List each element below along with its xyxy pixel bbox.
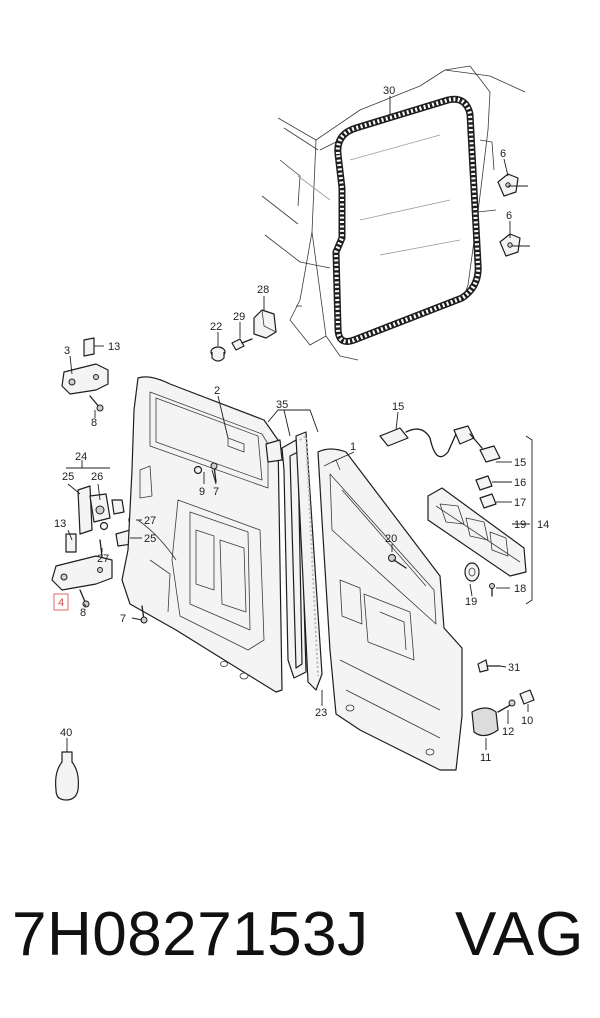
callout-19: 19 — [514, 519, 526, 531]
screw-29 — [231, 338, 253, 351]
callout-7: 7 — [213, 486, 219, 498]
hinge-bolt-8-lower — [79, 589, 90, 608]
cap-10 — [519, 689, 535, 705]
callouts: 30 6 6 28 29 22 13 3 8 2 35 1 15 15 16 1… — [53, 85, 549, 764]
callout-27: 27 — [144, 515, 156, 527]
brand-name: VAG — [455, 900, 585, 969]
callout-6: 6 — [500, 148, 506, 160]
callout-3: 3 — [64, 345, 70, 357]
callout-24: 24 — [75, 451, 87, 463]
callout-23: 23 — [315, 707, 327, 719]
callout-30: 30 — [383, 85, 395, 97]
part-number: 7H0827153J — [12, 900, 369, 969]
bottle-40 — [55, 751, 79, 801]
callout-25: 25 — [144, 533, 156, 545]
hinge-upper-3 — [61, 337, 109, 395]
callout-2: 2 — [214, 385, 220, 397]
callout-11: 11 — [480, 752, 491, 764]
callout-8: 8 — [91, 417, 97, 429]
outer-door-1 — [317, 448, 463, 771]
cable-15 — [379, 425, 501, 463]
seal-strip-23 — [295, 431, 323, 691]
plug-22 — [210, 346, 226, 362]
vehicle-rear-body — [261, 65, 526, 361]
hinge-plate-6-upper — [497, 173, 519, 197]
callout-19: 19 — [465, 596, 477, 608]
grommet-19-upper — [464, 562, 480, 582]
callout-26: 26 — [91, 471, 103, 483]
callout-17: 17 — [514, 497, 526, 509]
part-caption: 7H0827153J VAG — [0, 890, 600, 980]
screw-12 — [497, 699, 516, 713]
callout-10: 10 — [521, 715, 533, 727]
parts-diagram: 30 6 6 28 29 22 13 3 8 2 35 1 15 15 16 1… — [51, 65, 549, 801]
callout-4: 4 — [58, 597, 64, 609]
callout-15: 15 — [392, 401, 404, 413]
callout-25: 25 — [62, 471, 74, 483]
callout-16: 16 — [514, 477, 526, 489]
door-seal-30 — [332, 95, 482, 345]
cover-11 — [471, 707, 499, 737]
callout-28: 28 — [257, 284, 269, 296]
screw-18 — [489, 583, 495, 597]
callout-13: 13 — [54, 518, 66, 530]
callout-35: 35 — [276, 399, 288, 411]
callout-31: 31 — [508, 662, 520, 674]
leader-lines — [66, 96, 533, 752]
callout-22: 22 — [210, 321, 222, 333]
callout-40: 40 — [60, 727, 72, 739]
inner-door-panel-2 — [121, 376, 283, 693]
clip-17 — [479, 493, 497, 509]
callout-29: 29 — [233, 311, 245, 323]
callout-6: 6 — [506, 210, 512, 222]
screw-7-upper — [210, 462, 218, 483]
callout-9: 9 — [199, 486, 205, 498]
callout-12: 12 — [502, 726, 514, 738]
callout-18: 18 — [514, 583, 526, 595]
hinge-plate-6-lower — [499, 233, 521, 257]
hinge-bolt-8-upper — [89, 395, 104, 412]
buffer-28 — [253, 309, 277, 339]
callout-7: 7 — [120, 613, 126, 625]
callout-14: 14 — [537, 519, 549, 531]
callout-20: 20 — [385, 533, 397, 545]
bolt-27 — [99, 539, 103, 557]
callout-13: 13 — [108, 341, 120, 353]
callout-8: 8 — [80, 607, 86, 619]
callout-15: 15 — [514, 457, 526, 469]
callout-27: 27 — [97, 553, 109, 565]
hinge-lower-4 — [51, 555, 113, 591]
screw-9 — [193, 465, 203, 475]
callout-4-highlight — [53, 593, 69, 611]
handle-housing-14 — [427, 487, 527, 577]
screw-20 — [388, 554, 407, 569]
clip-16 — [475, 475, 493, 491]
callout-1: 1 — [350, 441, 356, 453]
bolt-31 — [477, 659, 501, 673]
